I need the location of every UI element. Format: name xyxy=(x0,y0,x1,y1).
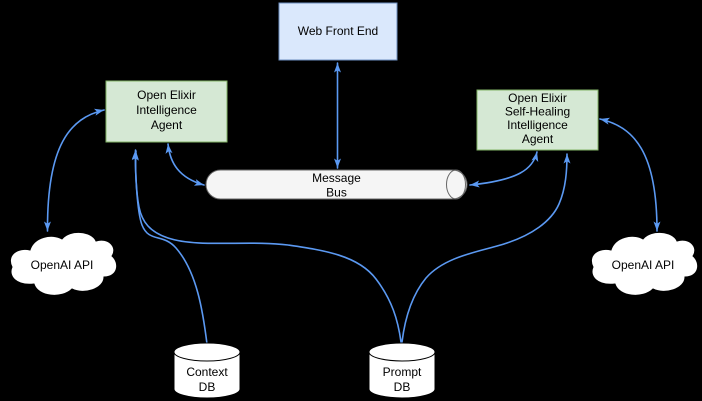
edge-promptdb-leftagent xyxy=(131,150,402,343)
openai-left-cloud-shape xyxy=(10,232,118,296)
left-agent-label-line1: Open Elixir xyxy=(137,88,196,102)
message-bus-label-line2: Bus xyxy=(326,186,347,200)
edge-contextdb-leftagent xyxy=(131,149,208,345)
node-openai-api-right: OpenAI API xyxy=(591,232,699,296)
openai-right-label: OpenAI API xyxy=(612,258,675,272)
node-openai-api-left: OpenAI API xyxy=(10,232,118,296)
prompt-db-label-line1: Prompt xyxy=(383,365,422,379)
right-agent-label-line2: Self-Healing xyxy=(505,105,570,119)
left-agent-label-line3: Agent xyxy=(151,118,183,132)
edge-promptdb-rightagent xyxy=(401,153,571,343)
node-message-bus: Message Bus xyxy=(205,169,468,200)
left-agent-box xyxy=(105,80,228,143)
edge-leftagent-messagebus xyxy=(165,143,205,186)
edge-rightagent-messagebus xyxy=(469,151,539,188)
context-db-cylinder xyxy=(173,342,241,399)
node-prompt-db: Prompt DB xyxy=(368,342,436,399)
prompt-db-label-line2: DB xyxy=(394,380,411,394)
context-db-top-rim xyxy=(173,351,241,362)
context-db-label-line1: Context xyxy=(186,365,228,379)
prompt-db-top-rim xyxy=(368,351,436,362)
edges xyxy=(43,62,661,345)
message-bus-end-cap xyxy=(446,169,466,200)
right-agent-label-line1: Open Elixir xyxy=(508,91,567,105)
openai-right-cloud-shape xyxy=(591,232,699,296)
node-web-front-end: Web Front End xyxy=(278,2,398,61)
node-context-db: Context DB xyxy=(173,342,241,399)
right-agent-label-line4: Agent xyxy=(522,132,554,146)
web-front-end-box xyxy=(278,2,398,61)
message-bus-body xyxy=(205,169,468,200)
message-bus-label-line1: Message xyxy=(312,171,361,185)
edge-leftagent-openai-left xyxy=(43,108,105,232)
openai-left-label: OpenAI API xyxy=(31,258,94,272)
node-open-elixir-intelligence-agent: Open Elixir Intelligence Agent xyxy=(105,80,228,143)
node-open-elixir-self-healing-intelligence-agent: Open Elixir Self-Healing Intelligence Ag… xyxy=(476,89,599,151)
right-agent-label-line3: Intelligence xyxy=(507,118,568,132)
edge-rightagent-openai-right xyxy=(599,117,661,232)
left-agent-label-line2: Intelligence xyxy=(136,103,197,117)
right-agent-box xyxy=(476,89,599,151)
context-db-label-line2: DB xyxy=(199,380,216,394)
web-front-end-label: Web Front End xyxy=(298,24,378,38)
prompt-db-cylinder xyxy=(368,342,436,399)
